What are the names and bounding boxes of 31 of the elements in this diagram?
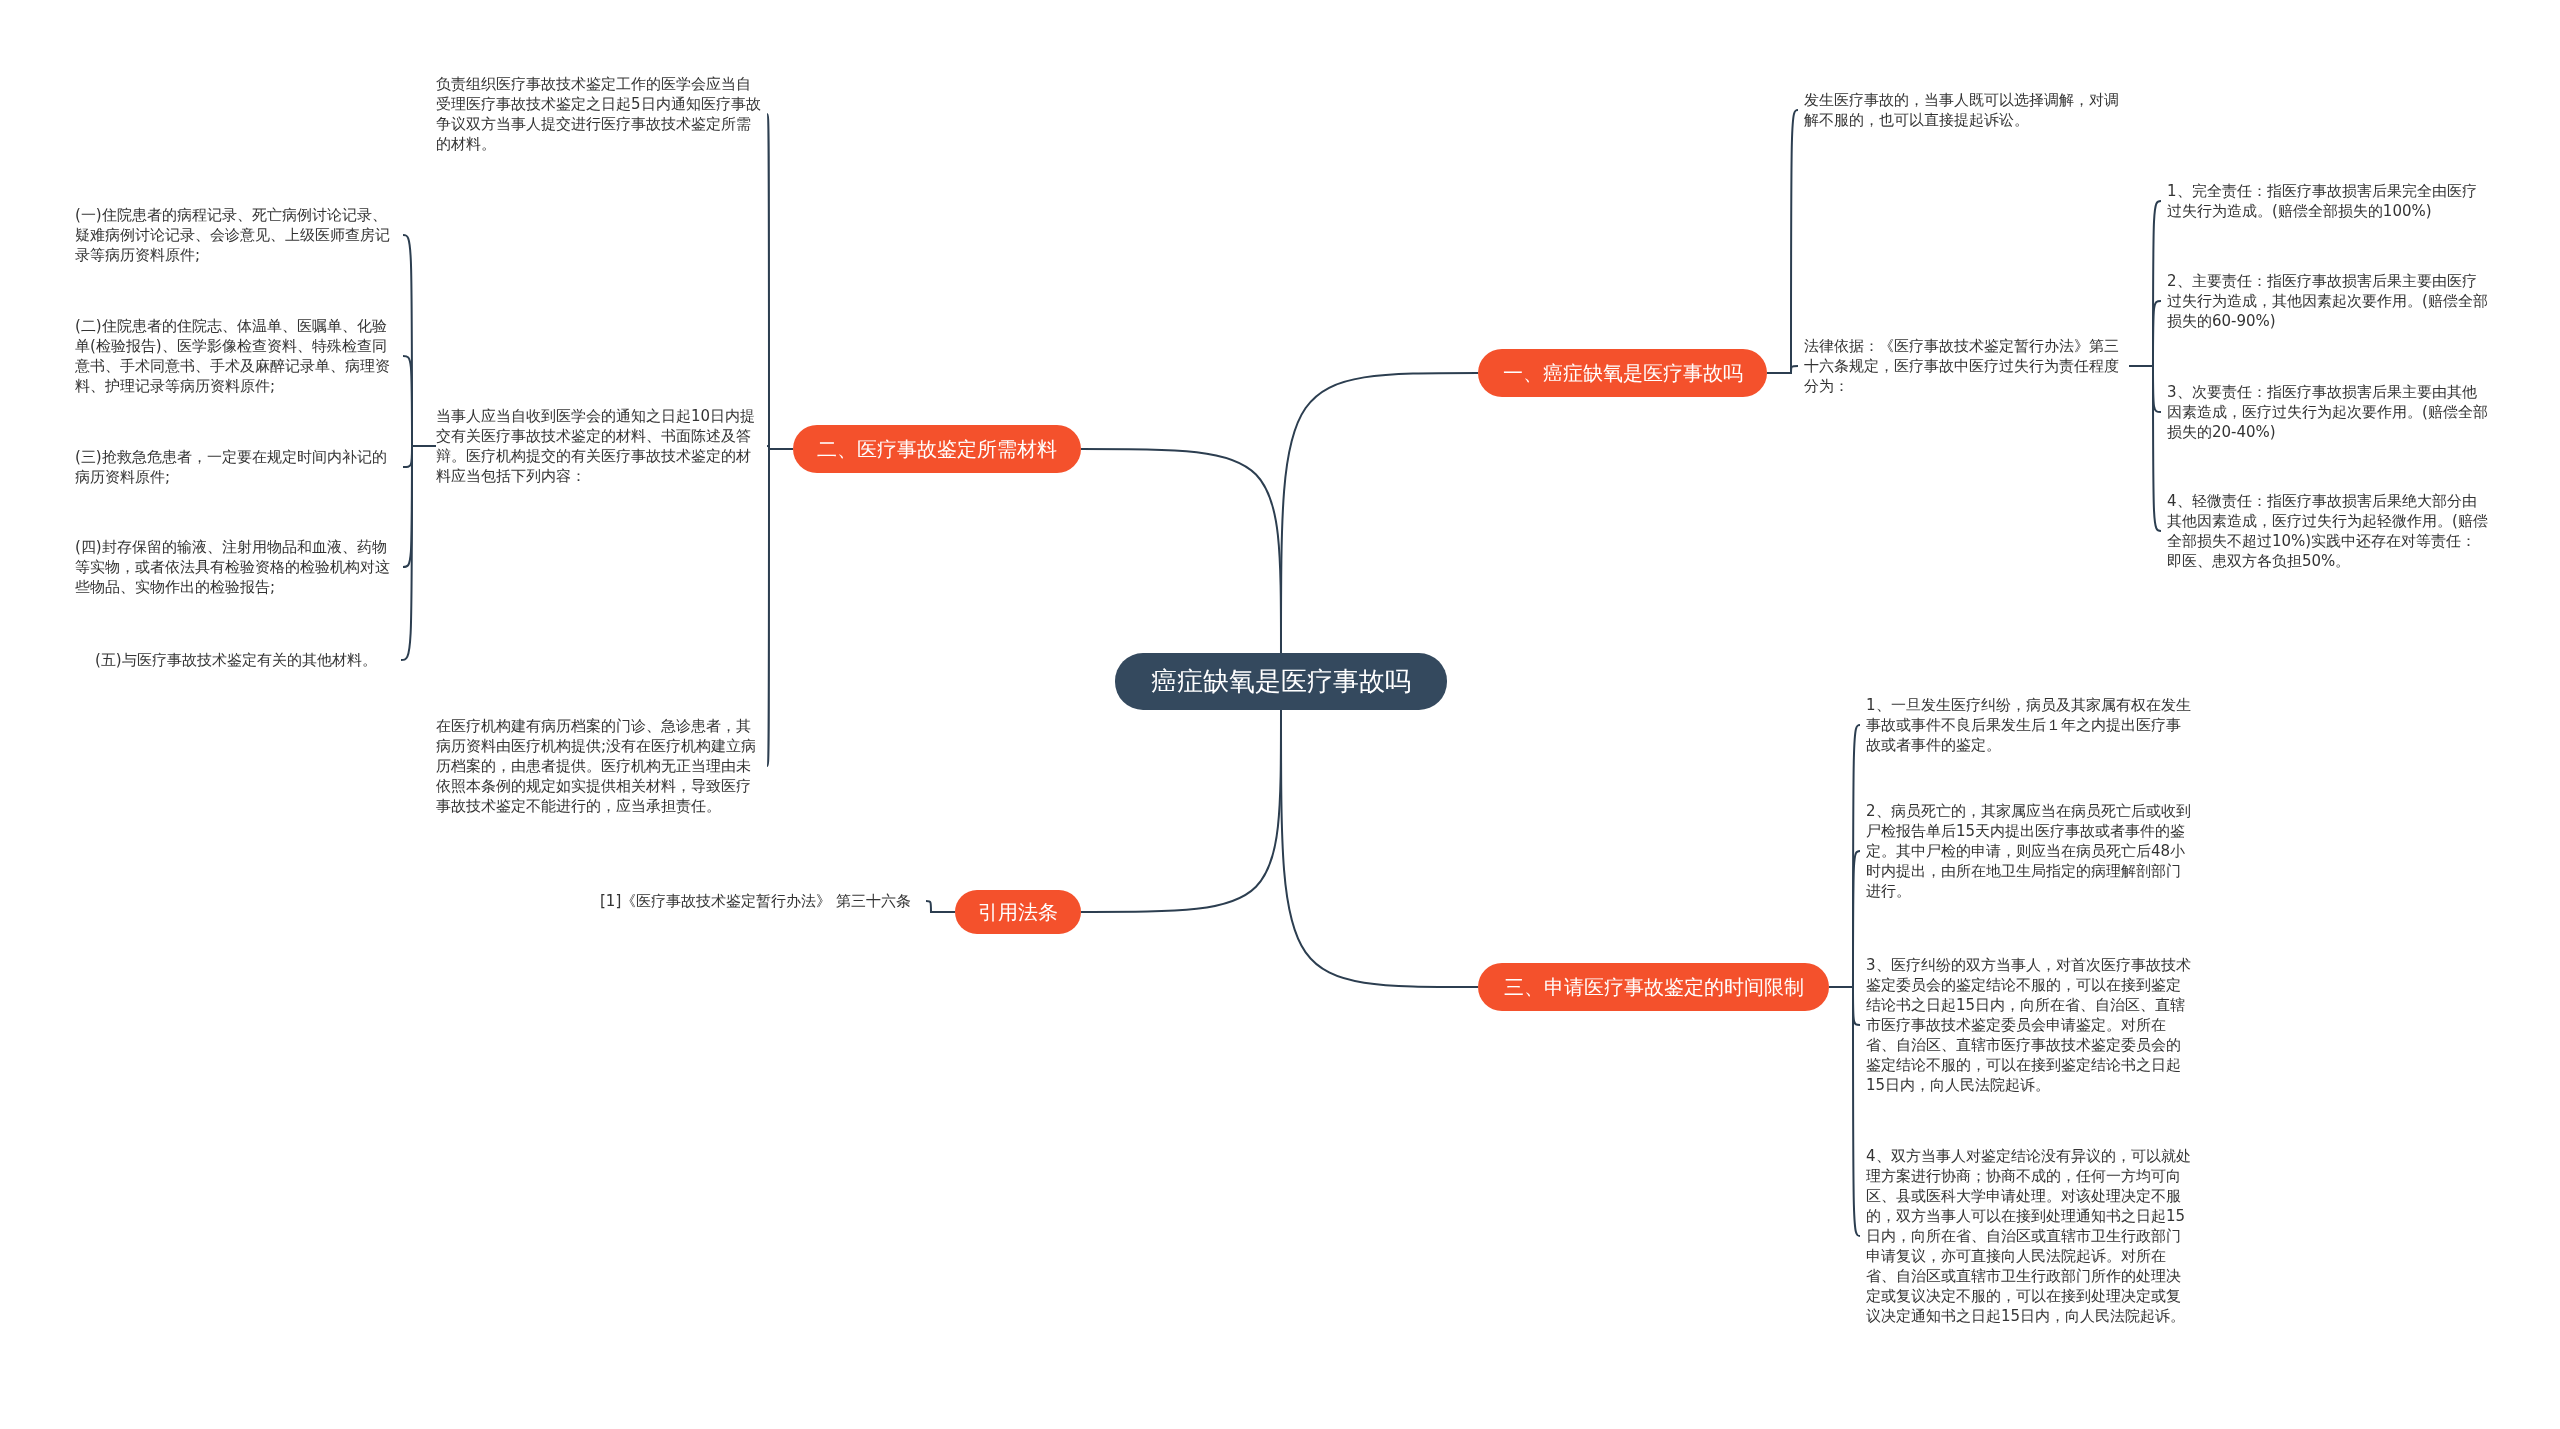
topic-pill: 引用法条	[955, 890, 1081, 934]
topic-text: (一)住院患者的病程记录、死亡病例讨论记录、疑难病例讨论记录、会诊意见、上级医师查房记录等病历资料原件;	[75, 205, 397, 265]
topic-text: (三)抢救急危患者，一定要在规定时间内补记的病历资料原件;	[75, 447, 397, 487]
topic-text: [1]《医疗事故技术鉴定暂行办法》 第三十六条	[600, 891, 920, 911]
topic-text: 1、一旦发生医疗纠纷，病员及其家属有权在发生事故或事件不良后果发生后１年之内提出医疗事故或者事件的鉴定。	[1866, 695, 2191, 755]
connector-line	[400, 445, 437, 661]
topic-text: 4、双方当事人对鉴定结论没有异议的，可以就处理方案进行协商；协商不成的，任何一方均可向区、县或医科大学申请处理。对该处理决定不服的，双方当事人可以在接到处理通知书之日起15日内，向所在省、自治区或直辖市卫生行政部门申请复议，亦可直接向人民法院起诉。对所在省、自治区或直辖市卫生行政部门所作的处理决定或复议决定不服的，可以在接到处理决定或复议决定通知书之日起15日内，向人民法院起诉。	[1866, 1146, 2191, 1326]
topic-text: 当事人应当自收到医学会的通知之日起10日内提交有关医疗事故技术鉴定的材料、书面陈述及答辩。医疗机构提交的有关医疗事故技术鉴定的材料应当包括下列内容：	[436, 406, 761, 486]
topic-text: 2、病员死亡的，其家属应当在病员死亡后或收到尸检报告单后15天内提出医疗事故或者事件的鉴定。其中尸检的申请，则应当在病员死亡后48小时内提出，由所在地卫生局指定的病理解剖部门进行。	[1866, 801, 2191, 901]
topic-text: 4、轻微责任：指医疗事故损害后果绝大部分由其他因素造成，医疗过失行为起轻微作用。(赔偿全部损失不超过10%)实践中还存在对等责任：即医、患双方各负担50%。	[2167, 491, 2489, 571]
topic-text: (二)住院患者的住院志、体温单、医嘱单、化验单(检验报告)、医学影像检查资料、特殊检查同意书、手术同意书、手术及麻醉记录单、病理资料、护理记录等病历资料原件;	[75, 316, 397, 396]
connector-line	[1080, 448, 1282, 654]
central-topic: 癌症缺氧是医疗事故吗	[1115, 653, 1447, 710]
topic-text: (四)封存保留的输液、注射用物品和血液、药物等实物，或者依法具有检验资格的检验机构对这些物品、实物作出的检验报告;	[75, 537, 397, 597]
topic-pill: 二、医疗事故鉴定所需材料	[793, 425, 1081, 473]
topic-text: 2、主要责任：指医疗事故损害后果主要由医疗过失行为造成，其他因素起次要作用。(赔偿全部损失的60-90%)	[2167, 271, 2489, 331]
connector-line	[2128, 365, 2162, 532]
topic-pill: 一、癌症缺氧是医疗事故吗	[1478, 349, 1767, 397]
topic-text: (五)与医疗事故技术鉴定有关的其他材料。	[95, 650, 395, 670]
connector-line	[766, 448, 794, 767]
topic-text: 负责组织医疗事故技术鉴定工作的医学会应当自受理医疗事故技术鉴定之日起5日内通知医疗事故争议双方当事人提交进行医疗事故技术鉴定所需的材料。	[436, 74, 761, 154]
connector-line	[925, 900, 956, 913]
topic-text: 3、医疗纠纷的双方当事人，对首次医疗事故技术鉴定委员会的鉴定结论不服的，可以在接到鉴定结论书之日起15日内，向所在省、自治区、直辖市医疗事故技术鉴定委员会申请鉴定。对所在省、自治区、直辖市医疗事故技术鉴定委员会的鉴定结论不服的，可以在接到鉴定结论书之日起15日内，向人民法院起诉。	[1866, 955, 2191, 1095]
topic-text: 法律依据：《医疗事故技术鉴定暂行办法》第三十六条规定，医疗事故中医疗过失行为责任程度分为：	[1804, 336, 2129, 396]
connector-line	[1766, 365, 1799, 374]
topic-text: 1、完全责任：指医疗事故损害后果完全由医疗过失行为造成。(赔偿全部损失的100%)	[2167, 181, 2489, 221]
connector-line	[1828, 986, 1861, 1237]
topic-pill: 三、申请医疗事故鉴定的时间限制	[1478, 963, 1829, 1011]
topic-text: 3、次要责任：指医疗事故损害后果主要由其他因素造成，医疗过失行为起次要作用。(赔偿全部损失的20-40%)	[2167, 382, 2489, 442]
topic-text: 发生医疗事故的，当事人既可以选择调解，对调解不服的，也可以直接提起诉讼。	[1804, 90, 2129, 130]
topic-text: 在医疗机构建有病历档案的门诊、急诊患者，其病历资料由医疗机构提供;没有在医疗机构建立病历档案的，由患者提供。医疗机构无正当理由未依照本条例的规定如实提供相关材料，导致医疗事故技术鉴定不能进行的，应当承担责任。	[436, 716, 761, 816]
